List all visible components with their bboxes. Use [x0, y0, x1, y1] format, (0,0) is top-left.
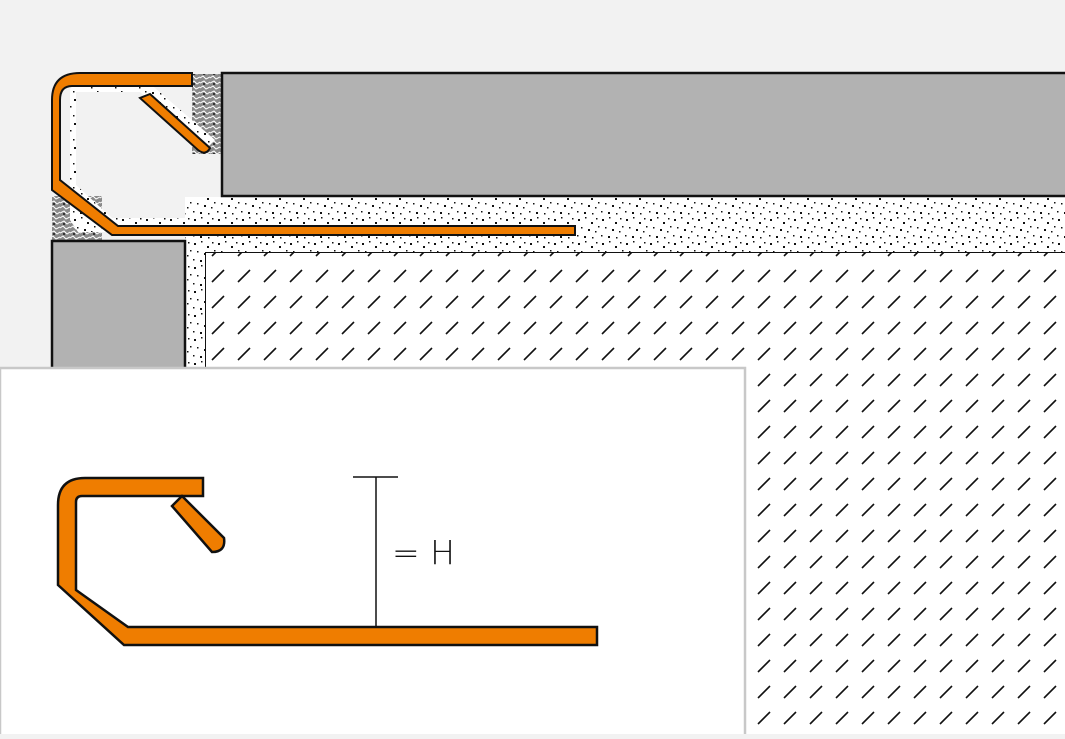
height-dimension-marker	[353, 476, 398, 628]
floor-tile	[220, 71, 1065, 198]
wall-tile	[50, 239, 187, 383]
inset-panel	[0, 366, 747, 739]
profile-detail	[56, 476, 599, 647]
height-dimension-label: = H	[392, 533, 455, 572]
installed-profile	[51, 72, 576, 236]
